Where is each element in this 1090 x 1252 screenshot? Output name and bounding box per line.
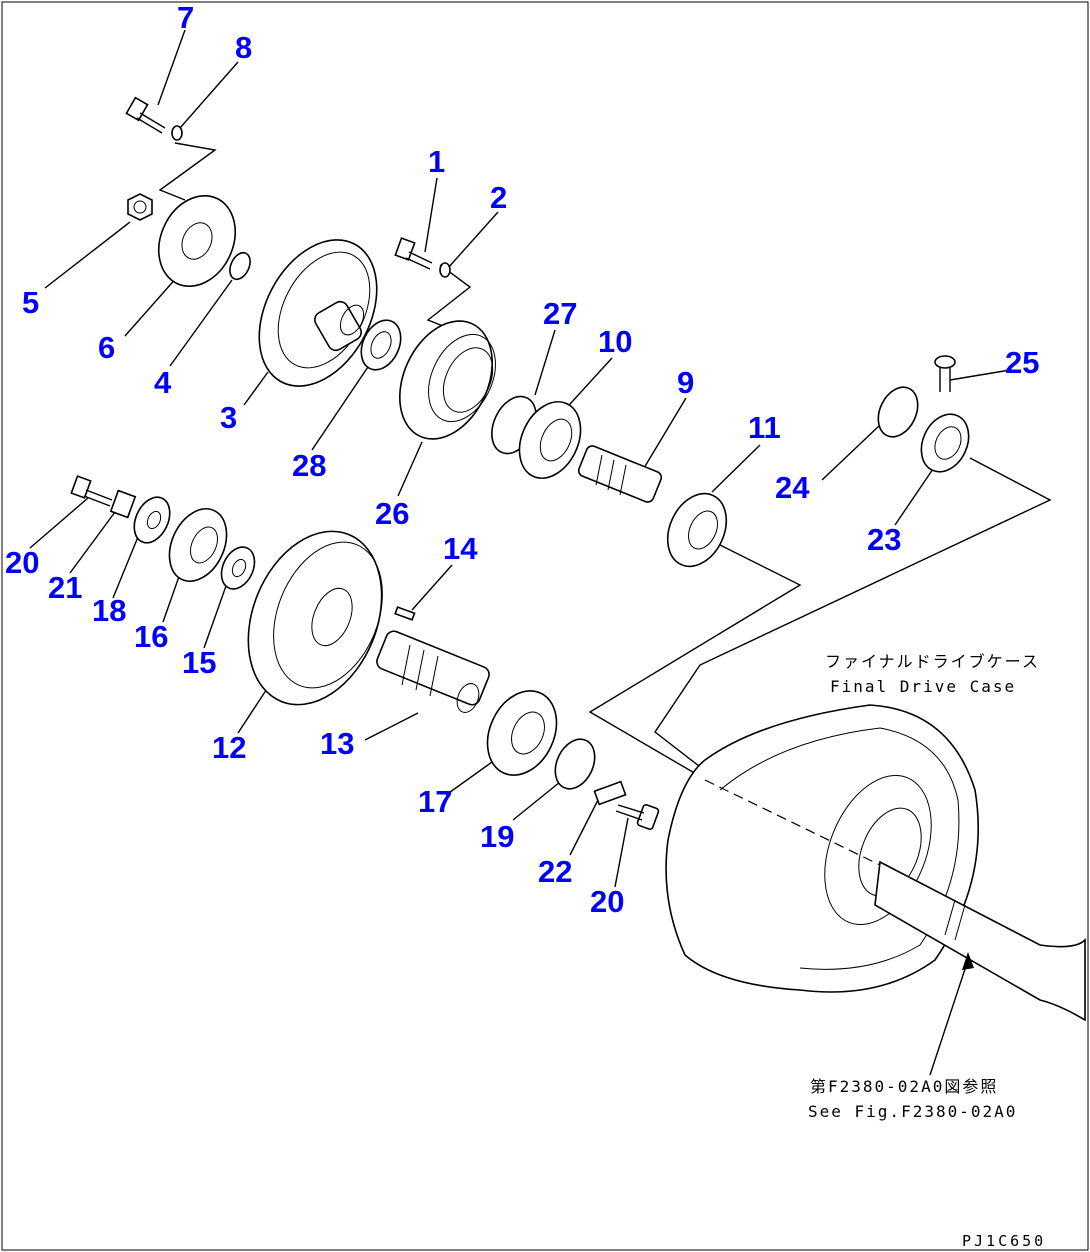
bolt-1 xyxy=(394,237,433,270)
washer-15 xyxy=(220,546,256,590)
ref-note-english: See Fig.F2380-02A0 xyxy=(808,1102,1017,1121)
callout-3: 3 xyxy=(220,400,237,435)
callout-14: 14 xyxy=(443,531,478,566)
leader-lines xyxy=(29,29,1052,888)
bolt-7 xyxy=(125,96,166,134)
callout-5: 5 xyxy=(22,285,39,320)
bolt-20-right xyxy=(615,803,660,831)
snap-ring-24 xyxy=(877,386,919,438)
callout-2: 2 xyxy=(490,180,507,215)
callout-7: 7 xyxy=(177,0,194,35)
ref-note-japanese: 第F2380-02A0図参照 xyxy=(810,1077,998,1096)
pinion-shaft-9 xyxy=(577,445,663,503)
callout-25: 25 xyxy=(1005,345,1039,380)
bolt-20-left xyxy=(70,475,113,507)
callout-6: 6 xyxy=(98,330,115,365)
callout-8: 8 xyxy=(235,30,252,65)
callout-16: 16 xyxy=(134,619,168,654)
cover-3 xyxy=(258,239,378,387)
washer-8 xyxy=(171,125,183,141)
bearing-16 xyxy=(168,508,228,582)
callout-23: 23 xyxy=(867,522,901,557)
nut-23 xyxy=(920,413,970,473)
callout-1: 1 xyxy=(428,144,445,179)
callout-4: 4 xyxy=(154,365,172,400)
bearing-11 xyxy=(666,492,728,568)
bearing-10 xyxy=(518,401,582,479)
case-note-english: Final Drive Case xyxy=(830,677,1016,696)
case-note-japanese: ファイナルドライブケース xyxy=(825,652,1040,671)
callout-20: 20 xyxy=(590,884,624,919)
callout-13: 13 xyxy=(320,726,354,761)
retainer-19 xyxy=(554,738,596,790)
seal-28 xyxy=(360,319,402,371)
pinion-shaft-13 xyxy=(376,630,490,713)
callout-26: 26 xyxy=(375,496,409,531)
plate-6 xyxy=(158,194,236,288)
final-drive-case xyxy=(665,704,1086,1022)
screw-25 xyxy=(934,355,956,392)
callout-22: 22 xyxy=(538,854,572,889)
retainer-18 xyxy=(133,496,171,544)
callout-19: 19 xyxy=(480,819,514,854)
key-14 xyxy=(394,606,416,621)
bearing-17 xyxy=(486,690,558,776)
cage-26 xyxy=(398,320,496,440)
washer-2 xyxy=(439,262,451,278)
callout-11: 11 xyxy=(748,410,781,445)
gear-12 xyxy=(247,530,383,706)
ring-4 xyxy=(229,251,251,281)
callout-12: 12 xyxy=(212,730,246,765)
callout-18: 18 xyxy=(92,593,126,628)
drawing-code: PJ1C650 xyxy=(962,1232,1046,1250)
callout-17: 17 xyxy=(418,784,452,819)
callout-28: 28 xyxy=(292,448,326,483)
callout-20: 20 xyxy=(5,545,39,580)
callout-15: 15 xyxy=(182,645,216,680)
callout-10: 10 xyxy=(598,324,632,359)
callout-21: 21 xyxy=(48,570,82,605)
ref-arrow-icon xyxy=(962,952,974,970)
nut-5 xyxy=(127,193,153,221)
callout-24: 24 xyxy=(775,470,810,505)
callout-27: 27 xyxy=(543,296,577,331)
lock-plate-21 xyxy=(109,489,137,519)
callout-9: 9 xyxy=(677,365,694,400)
ref-leader xyxy=(929,959,969,1076)
lock-plate-22 xyxy=(593,780,627,806)
